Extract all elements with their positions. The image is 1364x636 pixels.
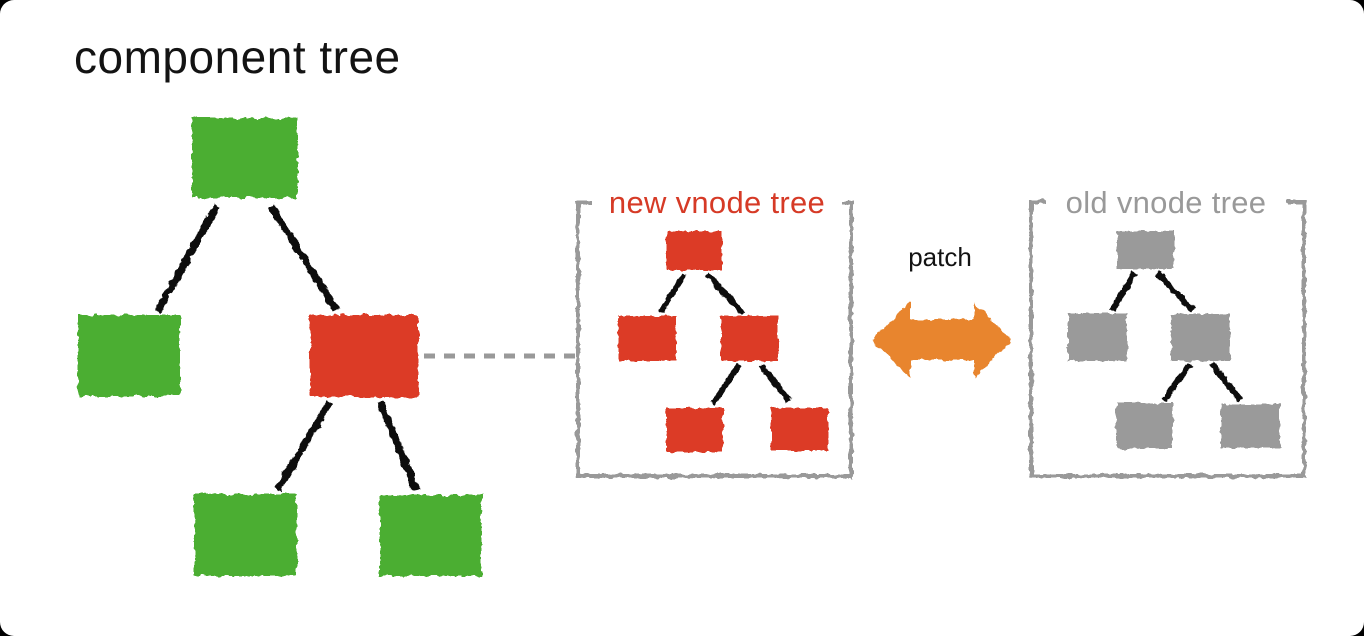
new-vnode-edge-3 bbox=[710, 363, 742, 406]
old-vnode-node-right-left bbox=[1116, 403, 1173, 449]
old-vnode-edge-3 bbox=[1161, 362, 1193, 402]
component-node-right-right bbox=[380, 495, 482, 576]
old-vnode-edge-1 bbox=[1109, 271, 1138, 312]
old-vnode-node-left bbox=[1068, 313, 1127, 361]
old-vnode-tree-label: old vnode tree bbox=[1046, 185, 1286, 221]
new-vnode-panel bbox=[576, 201, 853, 478]
new-vnode-edge-4 bbox=[758, 363, 792, 403]
component-edge-right-rightchild bbox=[376, 400, 420, 491]
new-vnode-edge-1 bbox=[658, 272, 687, 314]
old-vnode-node-root bbox=[1117, 231, 1174, 269]
component-node-right-left bbox=[194, 494, 297, 576]
component-edge-root-left bbox=[153, 204, 221, 314]
component-node-left bbox=[78, 315, 180, 396]
old-vnode-node-right bbox=[1171, 314, 1230, 361]
new-vnode-tree-label: new vnode tree bbox=[592, 185, 842, 221]
new-vnode-edge-2 bbox=[704, 271, 746, 316]
component-node-changed bbox=[310, 315, 418, 397]
old-vnode-edge-2 bbox=[1154, 270, 1197, 314]
component-edge-right-leftchild bbox=[274, 400, 333, 492]
diagram-title: component tree bbox=[74, 31, 401, 83]
patch-arrow-group bbox=[872, 302, 1012, 378]
patch-double-arrow-icon bbox=[872, 302, 1012, 378]
component-node-root bbox=[192, 118, 298, 198]
new-vnode-node-left bbox=[618, 316, 676, 361]
new-vnode-node-root bbox=[666, 231, 722, 270]
old-vnode-edge-4 bbox=[1209, 362, 1243, 402]
new-vnode-node-right-left bbox=[666, 408, 723, 452]
patch-label: patch bbox=[908, 242, 972, 272]
old-vnode-node-right-right bbox=[1221, 404, 1280, 448]
new-vnode-node-right bbox=[721, 316, 778, 361]
old-vnode-panel bbox=[1029, 200, 1306, 478]
new-vnode-node-right-right bbox=[771, 408, 828, 451]
component-tree bbox=[78, 118, 482, 576]
component-edge-root-right bbox=[268, 204, 340, 313]
